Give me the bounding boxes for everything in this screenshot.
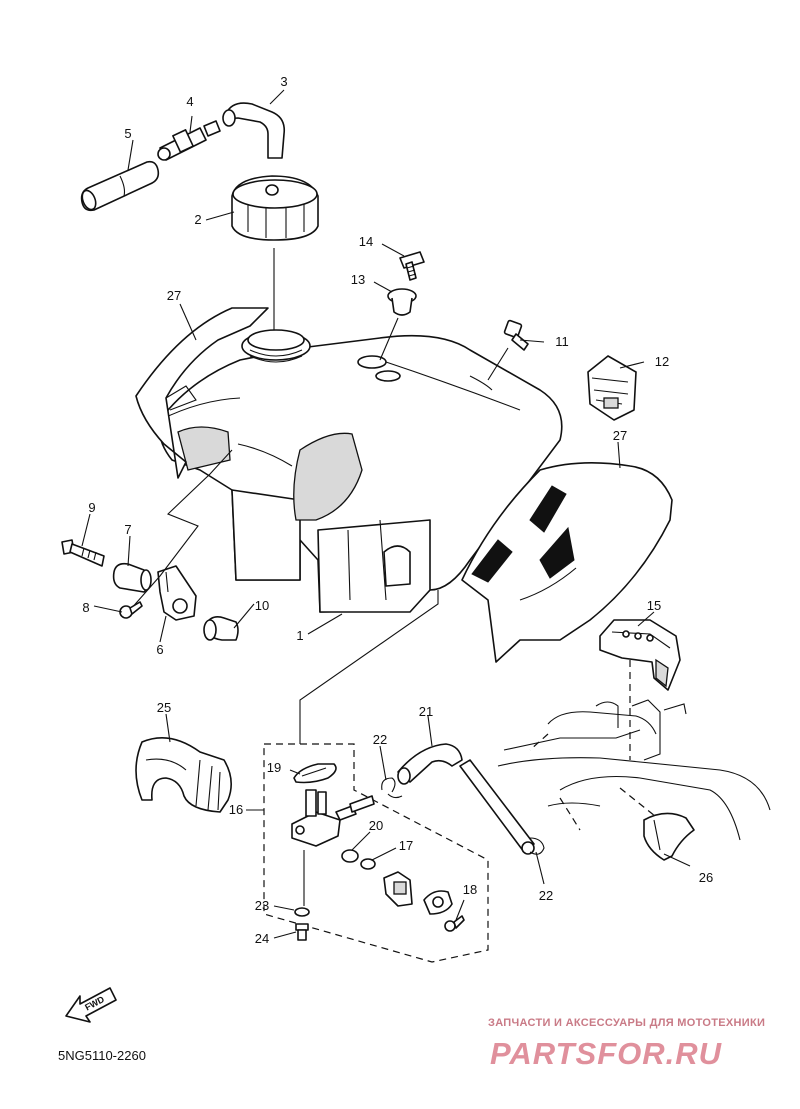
- callout-25: 25: [157, 700, 171, 715]
- callout-22-lower: 22: [539, 888, 553, 903]
- callout-13: 13: [351, 272, 365, 287]
- part-18-screw: [444, 915, 465, 932]
- callout-20: 20: [369, 818, 383, 833]
- watermark: ЗАПЧАСТИ И АКСЕССУАРЫ ДЛЯ МОТОТЕХНИКИ PA…: [488, 1017, 765, 1071]
- part-14-screw: [399, 251, 425, 281]
- part-17-washer: [360, 858, 376, 870]
- callout-27-right: 27: [613, 428, 627, 443]
- callout-16: 16: [229, 802, 243, 817]
- part-20-o-ring: [341, 849, 359, 863]
- part-5-hose: [80, 160, 160, 212]
- watermark-tagline: ЗАПЧАСТИ И АКСЕССУАРЫ ДЛЯ МОТОТЕХНИКИ: [488, 1017, 765, 1029]
- frame-outline: [497, 660, 771, 841]
- part-27-tank-shroud-left: [135, 307, 269, 479]
- part-23-washer: [294, 907, 310, 917]
- part-15-bracket: [599, 619, 681, 691]
- part-6-bracket: [157, 565, 197, 621]
- diagram-code: 5NG5110-2260: [58, 1048, 146, 1063]
- part-13-collar: [387, 288, 417, 316]
- callout-6: 6: [156, 642, 163, 657]
- callout-3: 3: [280, 74, 287, 89]
- part-22-hose-clamp-lower: [529, 837, 545, 855]
- part-11-bolt: [503, 319, 529, 351]
- watermark-logo: PARTSFOR.RU: [490, 1036, 723, 1071]
- fuel-cock-assembly-outline: [263, 743, 489, 963]
- callout-14: 14: [359, 234, 373, 249]
- callout-21: 21: [419, 704, 433, 719]
- part-21-fuel-hose: [397, 743, 535, 855]
- callout-8: 8: [82, 600, 89, 615]
- callout-17: 17: [399, 838, 413, 853]
- callout-26: 26: [699, 870, 713, 885]
- callout-24: 24: [255, 931, 269, 946]
- part-plate: [423, 890, 453, 915]
- part-22-hose-clamp-upper: [381, 777, 403, 799]
- part-26-damper-cover: [643, 812, 695, 861]
- part-8-bolt: [119, 601, 143, 619]
- part-19-gasket: [293, 763, 337, 784]
- part-9-bolt: [61, 539, 105, 567]
- callout-4: 4: [186, 94, 193, 109]
- part-4-breather-valve: [157, 120, 221, 161]
- part-27-tank-shroud-right: [461, 462, 673, 663]
- part-16-fuel-cock: [291, 789, 375, 847]
- part-2-fuel-cap: [231, 175, 319, 241]
- callout-11: 11: [555, 334, 569, 349]
- callout-23: 23: [255, 898, 269, 913]
- callout-10: 10: [255, 598, 269, 613]
- callout-9: 9: [88, 500, 95, 515]
- callout-22-upper: 22: [373, 732, 387, 747]
- callout-27-left: 27: [167, 288, 181, 303]
- part-10-collar: [203, 616, 239, 641]
- callout-15: 15: [647, 598, 661, 613]
- callout-2: 2: [194, 212, 201, 227]
- callout-18: 18: [463, 882, 477, 897]
- callout-5: 5: [124, 126, 131, 141]
- part-25-cover: [135, 736, 232, 813]
- part-3-breather-hose: [222, 102, 286, 159]
- part-24-bolt: [295, 923, 309, 941]
- forward-arrow: FWD: [65, 987, 117, 1023]
- part-7-damper: [112, 562, 152, 593]
- callout-12: 12: [655, 354, 669, 369]
- leader-lines: [81, 89, 691, 939]
- part-1-fuel-tank: [158, 329, 563, 613]
- callout-7: 7: [124, 522, 131, 537]
- part-12-clip: [587, 355, 637, 421]
- callout-19: 19: [267, 760, 281, 775]
- callout-1: 1: [296, 628, 303, 643]
- callout-numbers: 3 4 5 2 14 13 27 11 12 27 9 7 8 10 15 1 …: [82, 74, 713, 946]
- part-lever: [383, 871, 413, 907]
